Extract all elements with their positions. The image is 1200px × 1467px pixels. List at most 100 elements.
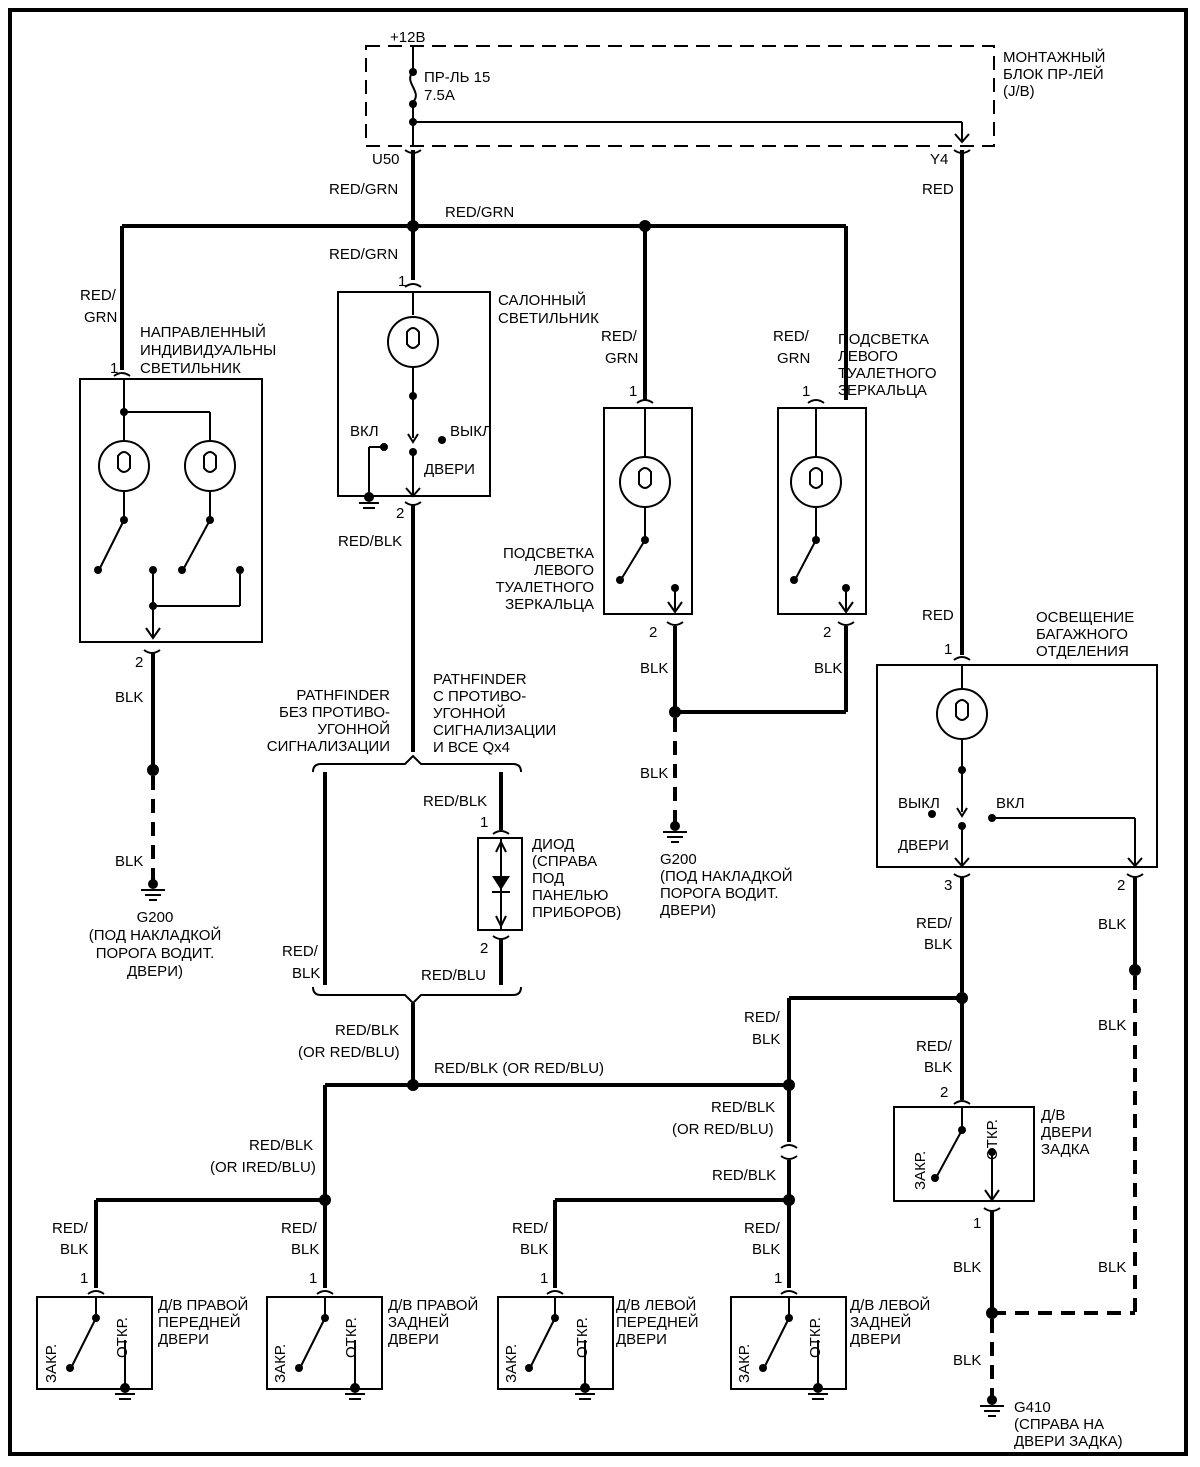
door-switch-rr: 1 ЗАКР. ОТКР. [266, 1270, 383, 1400]
ground-symbol [663, 821, 687, 843]
variant-b-1: PATHFINDER [433, 671, 527, 688]
wire-label: RED/BLK [249, 1137, 313, 1154]
diode-symbol [492, 838, 510, 930]
switch-closed-label: ЗАКР. [736, 1344, 753, 1383]
pin-label: 2 [135, 654, 143, 671]
diode-label-5: ПРИБОРОВ) [532, 904, 621, 921]
spot-light-title-1: НАПРАВЛЕННЫЙ [140, 323, 266, 341]
wire-label: BLK [60, 1241, 88, 1258]
door-switch-lf: 1 ЗАКР. ОТКР. [497, 1270, 614, 1400]
wiring-diagram-frame [8, 8, 1188, 1456]
door-rf-2: ПЕРЕДНЕЙ [158, 1313, 241, 1331]
cargo-title-3: ОТДЕЛЕНИЯ [1036, 643, 1129, 660]
wire-label: BLK [953, 1352, 981, 1369]
variant-a-1: PATHFINDER [296, 687, 390, 704]
pin-label: 3 [944, 877, 952, 894]
wire-label: BLK [291, 1241, 319, 1258]
door-tail-3: ЗАДКА [1041, 1141, 1089, 1158]
wire-label: BLK [115, 689, 143, 706]
wire-label: RED/BLK [423, 793, 487, 810]
pin-label: 1 [802, 383, 810, 400]
pin-label: 2 [940, 1084, 948, 1101]
door-tail-2: ДВЕРИ [1041, 1124, 1092, 1141]
pin-label: 1 [540, 1270, 548, 1287]
switch-closed-label: ЗАКР. [503, 1344, 520, 1383]
door-tail-1: Д/В [1041, 1107, 1065, 1124]
switch-open-label: ОТКР. [984, 1119, 1001, 1160]
variant-b-3: УГОННОЙ [433, 704, 506, 722]
variant-a-2: БЕЗ ПРОТИВО- [279, 704, 390, 721]
wire-label: RED [922, 607, 954, 624]
pin-label: 1 [110, 360, 118, 377]
door-switch-lr: 1 ЗАКР. ОТКР. [730, 1270, 847, 1400]
pin-label: 2 [649, 624, 657, 641]
room-light-title-1: САЛОННЫЙ [498, 291, 586, 309]
switch-closed-label: ЗАКР. [272, 1344, 289, 1383]
spot-light-title-3: СВЕТИЛЬНИК [140, 360, 241, 377]
door-rf-1: Д/В ПРАВОЙ [158, 1296, 248, 1314]
pin-label: 1 [398, 273, 406, 290]
mirror-right-title-3: ТУАЛЕТНОГО [496, 579, 594, 596]
spot-light-title-2: ИНДИВИДУАЛЬНЫ [140, 342, 276, 359]
door-lr-2: ЗАДНЕЙ [850, 1313, 911, 1331]
cargo-off: ВЫКЛ [898, 795, 940, 812]
jb-label-3: (J/B) [1003, 83, 1035, 100]
wire-label: (OR RED/BLU) [298, 1044, 400, 1061]
switch-closed-label: ЗАКР. [912, 1151, 929, 1190]
wire-label: BLK [115, 853, 143, 870]
wire-label: BLK [953, 1259, 981, 1276]
wire-label: RED [922, 181, 954, 198]
switch-open-label: ОТКР. [343, 1317, 360, 1358]
g200-label-4: ДВЕРИ) [127, 963, 183, 980]
mirror-left-title-4: ЗЕРКАЛЬЦА [838, 382, 927, 399]
wire-label: RED/ [52, 1220, 89, 1237]
diode-label-4: ПАНЕЛЬЮ [532, 887, 608, 904]
wire-label: BLK [814, 660, 842, 677]
g200-b-label-3: ПОРОГА ВОДИТ. [660, 885, 779, 902]
pin-label: 1 [309, 1270, 317, 1287]
g200-b-label-1: G200 [660, 851, 697, 868]
wire-label: BLK [292, 965, 320, 982]
diode-label-1: ДИОД [532, 836, 574, 853]
door-switch-tail: ЗАКР. ОТКР. [893, 1106, 1035, 1202]
pin-label: 1 [944, 641, 952, 658]
room-light-doors: ДВЕРИ [424, 461, 475, 478]
mirror-left-title-1: ПОДСВЕТКА [838, 331, 929, 348]
wire-label: RED/ [601, 328, 638, 345]
room-light-on: ВКЛ [350, 423, 379, 440]
variant-a-4: СИГНАЛИЗАЦИИ [267, 738, 390, 755]
cargo-light-circuit [928, 665, 1143, 868]
wire-label: RED/ [773, 328, 810, 345]
ground-symbol [980, 1395, 1004, 1417]
mirror-right-title-2: ЛЕВОГО [534, 562, 594, 579]
wire-label: RED/GRN [445, 204, 514, 221]
door-rf-3: ДВЕРИ [158, 1331, 209, 1348]
variant-bracket-top [312, 754, 522, 773]
wire-label: (OR RED/BLU) [672, 1121, 774, 1138]
wire-label: RED/ [744, 1009, 781, 1026]
ground-symbol [141, 879, 165, 901]
switch-open-label: ОТКР. [574, 1317, 591, 1358]
diode-label-2: (СПРАВА [532, 853, 597, 870]
wire-label: RED/GRN [329, 246, 398, 263]
wire-label: RED/ [744, 1220, 781, 1237]
room-light-circuit [359, 292, 446, 509]
variant-b-5: И ВСЕ Qx4 [433, 739, 510, 756]
supply-label: +12В [390, 29, 425, 46]
g200-b-label-4: ДВЕРИ) [660, 902, 716, 919]
pin-label: 1 [80, 1270, 88, 1287]
wire-label: BLK [924, 1059, 952, 1076]
wire-label: RED/ [512, 1220, 549, 1237]
wire-label: BLK [640, 660, 668, 677]
mirror-light-left [777, 399, 867, 626]
wire-label: RED/BLK [712, 1167, 776, 1184]
conn-u50: U50 [372, 151, 400, 168]
jb-label-2: БЛОК ПР-ЛЕЙ [1003, 65, 1104, 83]
pin-label: 1 [629, 383, 637, 400]
wire-label: RED/BLK (OR RED/BLU) [434, 1060, 604, 1077]
pin-label: 2 [823, 624, 831, 641]
wire-label: BLK [752, 1241, 780, 1258]
wire-label: GRN [777, 350, 810, 367]
wire-label: RED/ [916, 915, 953, 932]
